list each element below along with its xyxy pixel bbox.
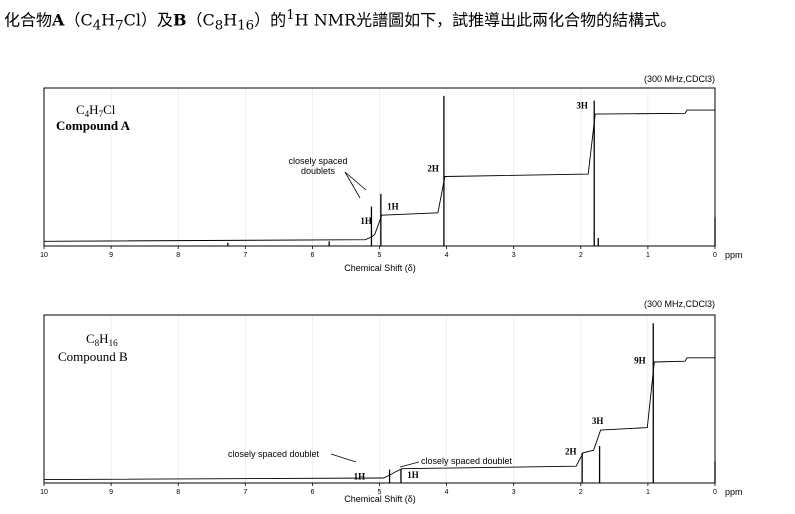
compound-name-b: Compound B (58, 349, 128, 364)
tick-label: 0 (713, 252, 717, 259)
integration-curve-b (43, 357, 715, 481)
tick-label: 4 (445, 489, 449, 496)
annotation-a-line2: doublets (301, 166, 336, 176)
peaks-a (227, 95, 716, 246)
tick-label: 5 (378, 489, 382, 496)
annotation-arrow-a2 (344, 171, 367, 191)
integration-label: 1H (360, 216, 372, 226)
unit-label: ppm (725, 487, 743, 497)
integration-labels-a: 1H 1H 2H 3H (360, 101, 588, 226)
tick-label: 9 (109, 252, 113, 259)
x-axis-label-a: Chemical Shift (δ) (344, 263, 416, 273)
integration-label: 1H (407, 470, 419, 480)
tick-label: 2 (579, 489, 583, 496)
annotation-b-left: closely spaced doublet (228, 449, 320, 459)
integration-labels-b: 1H 1H 2H 3H 9H (354, 356, 646, 482)
annotation-a-line1: closely spaced (288, 156, 347, 166)
formula-a: C4H7Cl (76, 102, 116, 119)
tick-label: 1 (646, 489, 650, 496)
integration-curve-a (43, 109, 715, 242)
tick-label: 7 (243, 252, 247, 259)
tick-label: 7 (243, 489, 247, 496)
tick-label: 6 (310, 489, 314, 496)
question-text: 化合物A（C4H7Cl）及B（C8H16）的1H NMR光譜圖如下，試推導出此兩… (4, 8, 677, 34)
formula-b: C8H16 (86, 331, 118, 348)
tick-label: 6 (310, 252, 314, 259)
tick-label: 9 (109, 489, 113, 496)
annotation-arrow-b-right (399, 461, 420, 468)
tick-label: 4 (445, 252, 449, 259)
integration-label: 1H (354, 472, 366, 482)
integration-label: 2H (565, 446, 577, 456)
tick-label: 2 (579, 252, 583, 259)
tick-label: 0 (713, 489, 717, 496)
tick-label: 8 (176, 252, 180, 259)
grid-b (110, 316, 649, 482)
integration-label: 3H (592, 416, 604, 426)
compound-name-a: Compound A (56, 118, 131, 133)
annotation-b-right: closely spaced doublet (421, 456, 513, 466)
integration-label: 3H (576, 101, 588, 111)
tick-label: 8 (176, 489, 180, 496)
peaks-b (388, 323, 716, 483)
tick-label: 3 (512, 252, 516, 259)
integration-label: 2H (427, 164, 439, 174)
annotation-arrow-a1 (344, 171, 361, 199)
instrument-label-a: (300 MHz,CDCl3) (644, 74, 715, 84)
unit-label: ppm (725, 250, 743, 260)
tick-label: 10 (40, 252, 48, 259)
grid-a (110, 89, 649, 245)
integration-label: 9H (634, 356, 646, 366)
x-axis-label-b: Chemical Shift (δ) (344, 494, 416, 504)
integration-label: 1H (387, 202, 399, 212)
tick-label: 3 (512, 489, 516, 496)
tick-label: 10 (40, 489, 48, 496)
instrument-label-b: (300 MHz,CDCl3) (644, 299, 715, 309)
tick-label: 1 (646, 252, 650, 259)
annotation-arrow-b-left (330, 453, 357, 463)
tick-label: 5 (378, 252, 382, 259)
